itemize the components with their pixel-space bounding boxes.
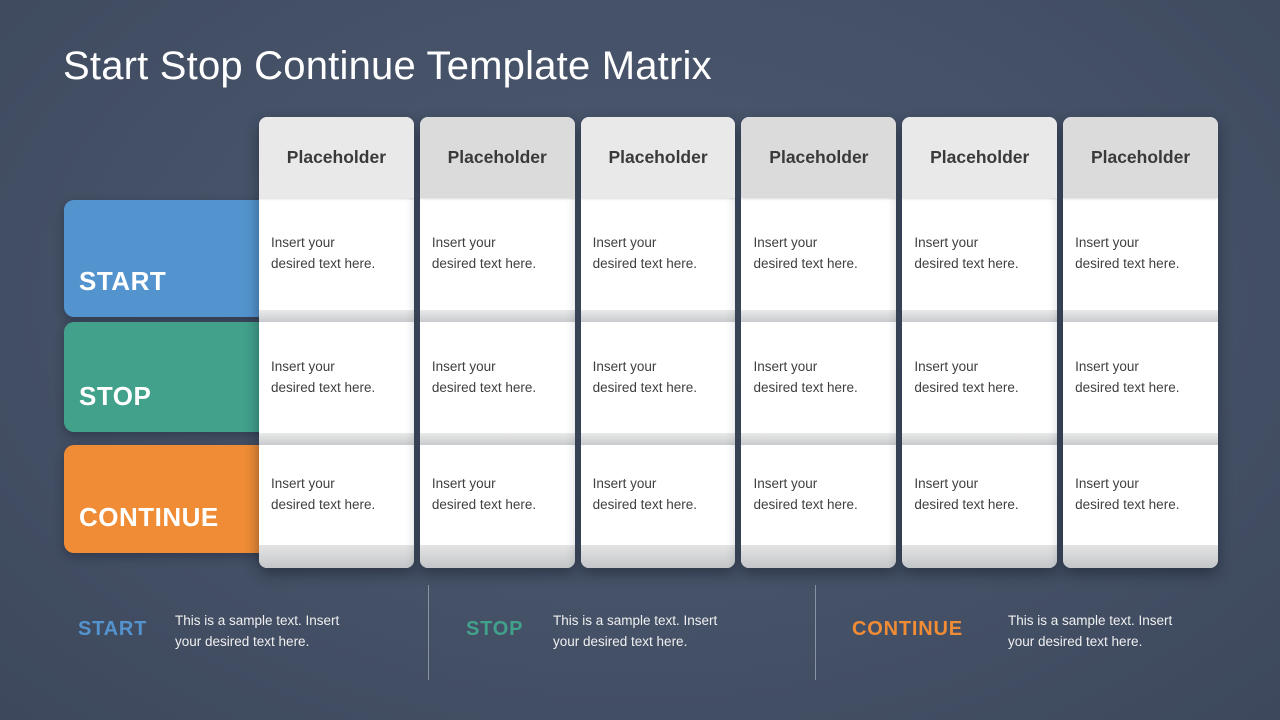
row-separator bbox=[1063, 310, 1218, 322]
legend-text-stop[interactable]: This is a sample text. Insert your desir… bbox=[553, 613, 718, 649]
column-footer bbox=[902, 545, 1058, 568]
matrix-cell-stop[interactable]: Insert your desired text here. bbox=[1063, 322, 1218, 433]
matrix-cell-start[interactable]: Insert your desired text here. bbox=[902, 198, 1058, 310]
row-separator bbox=[419, 433, 575, 445]
legend-text-start[interactable]: This is a sample text. Insert your desir… bbox=[175, 613, 340, 649]
matrix-cell-stop[interactable]: Insert your desired text here. bbox=[902, 322, 1058, 433]
matrix-cell-continue[interactable]: Insert your desired text here. bbox=[259, 445, 414, 545]
row-separator bbox=[259, 433, 414, 445]
matrix-column-3: Placeholder Insert your desired text her… bbox=[580, 117, 736, 568]
column-header[interactable]: Placeholder bbox=[259, 117, 414, 198]
row-separator bbox=[741, 310, 897, 322]
column-footer bbox=[580, 545, 736, 568]
matrix-cell-continue[interactable]: Insert your desired text here. bbox=[580, 445, 736, 545]
column-header[interactable]: Placeholder bbox=[580, 117, 736, 198]
matrix-cell-continue[interactable]: Insert your desired text here. bbox=[902, 445, 1058, 545]
matrix-cell-continue[interactable]: Insert your desired text here. bbox=[741, 445, 897, 545]
row-label-stop[interactable]: STOP bbox=[64, 322, 290, 432]
matrix-cell-start[interactable]: Insert your desired text here. bbox=[580, 198, 736, 310]
row-separator bbox=[580, 310, 736, 322]
matrix-column-2: Placeholder Insert your desired text her… bbox=[419, 117, 575, 568]
matrix-cell-continue[interactable]: Insert your desired text here. bbox=[419, 445, 575, 545]
column-header[interactable]: Placeholder bbox=[1063, 117, 1218, 198]
row-label-start-text: START bbox=[79, 266, 167, 296]
matrix-column-4: Placeholder Insert your desired text her… bbox=[741, 117, 897, 568]
column-footer bbox=[1063, 545, 1218, 568]
row-separator bbox=[580, 433, 736, 445]
row-separator bbox=[1063, 433, 1218, 445]
column-header[interactable]: Placeholder bbox=[902, 117, 1058, 198]
row-label-continue-text: CONTINUE bbox=[79, 502, 219, 532]
matrix-cell-stop[interactable]: Insert your desired text here. bbox=[259, 322, 414, 433]
column-footer bbox=[419, 545, 575, 568]
legend-item-stop: STOP This is a sample text. Insert your … bbox=[466, 611, 717, 653]
column-footer bbox=[741, 545, 897, 568]
matrix-cell-start[interactable]: Insert your desired text here. bbox=[1063, 198, 1218, 310]
row-label-stop-text: STOP bbox=[79, 381, 152, 411]
row-separator bbox=[902, 310, 1058, 322]
slide-title: Start Stop Continue Template Matrix bbox=[63, 44, 712, 88]
row-separator bbox=[902, 433, 1058, 445]
matrix-cell-stop[interactable]: Insert your desired text here. bbox=[741, 322, 897, 433]
row-label-continue[interactable]: CONTINUE bbox=[64, 445, 290, 553]
legend-text-continue[interactable]: This is a sample text. Insert your desir… bbox=[1008, 613, 1173, 649]
row-separator bbox=[741, 433, 897, 445]
legend-item-continue: CONTINUE This is a sample text. Insert y… bbox=[852, 611, 1172, 653]
row-separator bbox=[259, 310, 414, 322]
row-separator bbox=[419, 310, 575, 322]
matrix-cell-stop[interactable]: Insert your desired text here. bbox=[580, 322, 736, 433]
matrix-cell-start[interactable]: Insert your desired text here. bbox=[419, 198, 575, 310]
matrix-cell-stop[interactable]: Insert your desired text here. bbox=[419, 322, 575, 433]
matrix-grid: Placeholder Insert your desired text her… bbox=[259, 117, 1218, 568]
column-footer bbox=[259, 545, 414, 568]
legend-divider bbox=[815, 585, 816, 680]
matrix-column-6: Placeholder Insert your desired text her… bbox=[1063, 117, 1218, 568]
matrix-cell-start[interactable]: Insert your desired text here. bbox=[259, 198, 414, 310]
column-header[interactable]: Placeholder bbox=[741, 117, 897, 198]
row-label-start[interactable]: START bbox=[64, 200, 290, 317]
matrix-cell-continue[interactable]: Insert your desired text here. bbox=[1063, 445, 1218, 545]
legend-divider bbox=[428, 585, 429, 680]
legend-item-start: START This is a sample text. Insert your… bbox=[78, 611, 339, 653]
legend-label-start: START bbox=[78, 618, 148, 640]
matrix-column-1: Placeholder Insert your desired text her… bbox=[259, 117, 414, 568]
matrix-cell-start[interactable]: Insert your desired text here. bbox=[741, 198, 897, 310]
legend-label-stop: STOP bbox=[466, 618, 524, 640]
legend-label-continue: CONTINUE bbox=[852, 618, 963, 640]
legend: START This is a sample text. Insert your… bbox=[0, 585, 1280, 685]
matrix-column-5: Placeholder Insert your desired text her… bbox=[902, 117, 1058, 568]
column-header[interactable]: Placeholder bbox=[419, 117, 575, 198]
